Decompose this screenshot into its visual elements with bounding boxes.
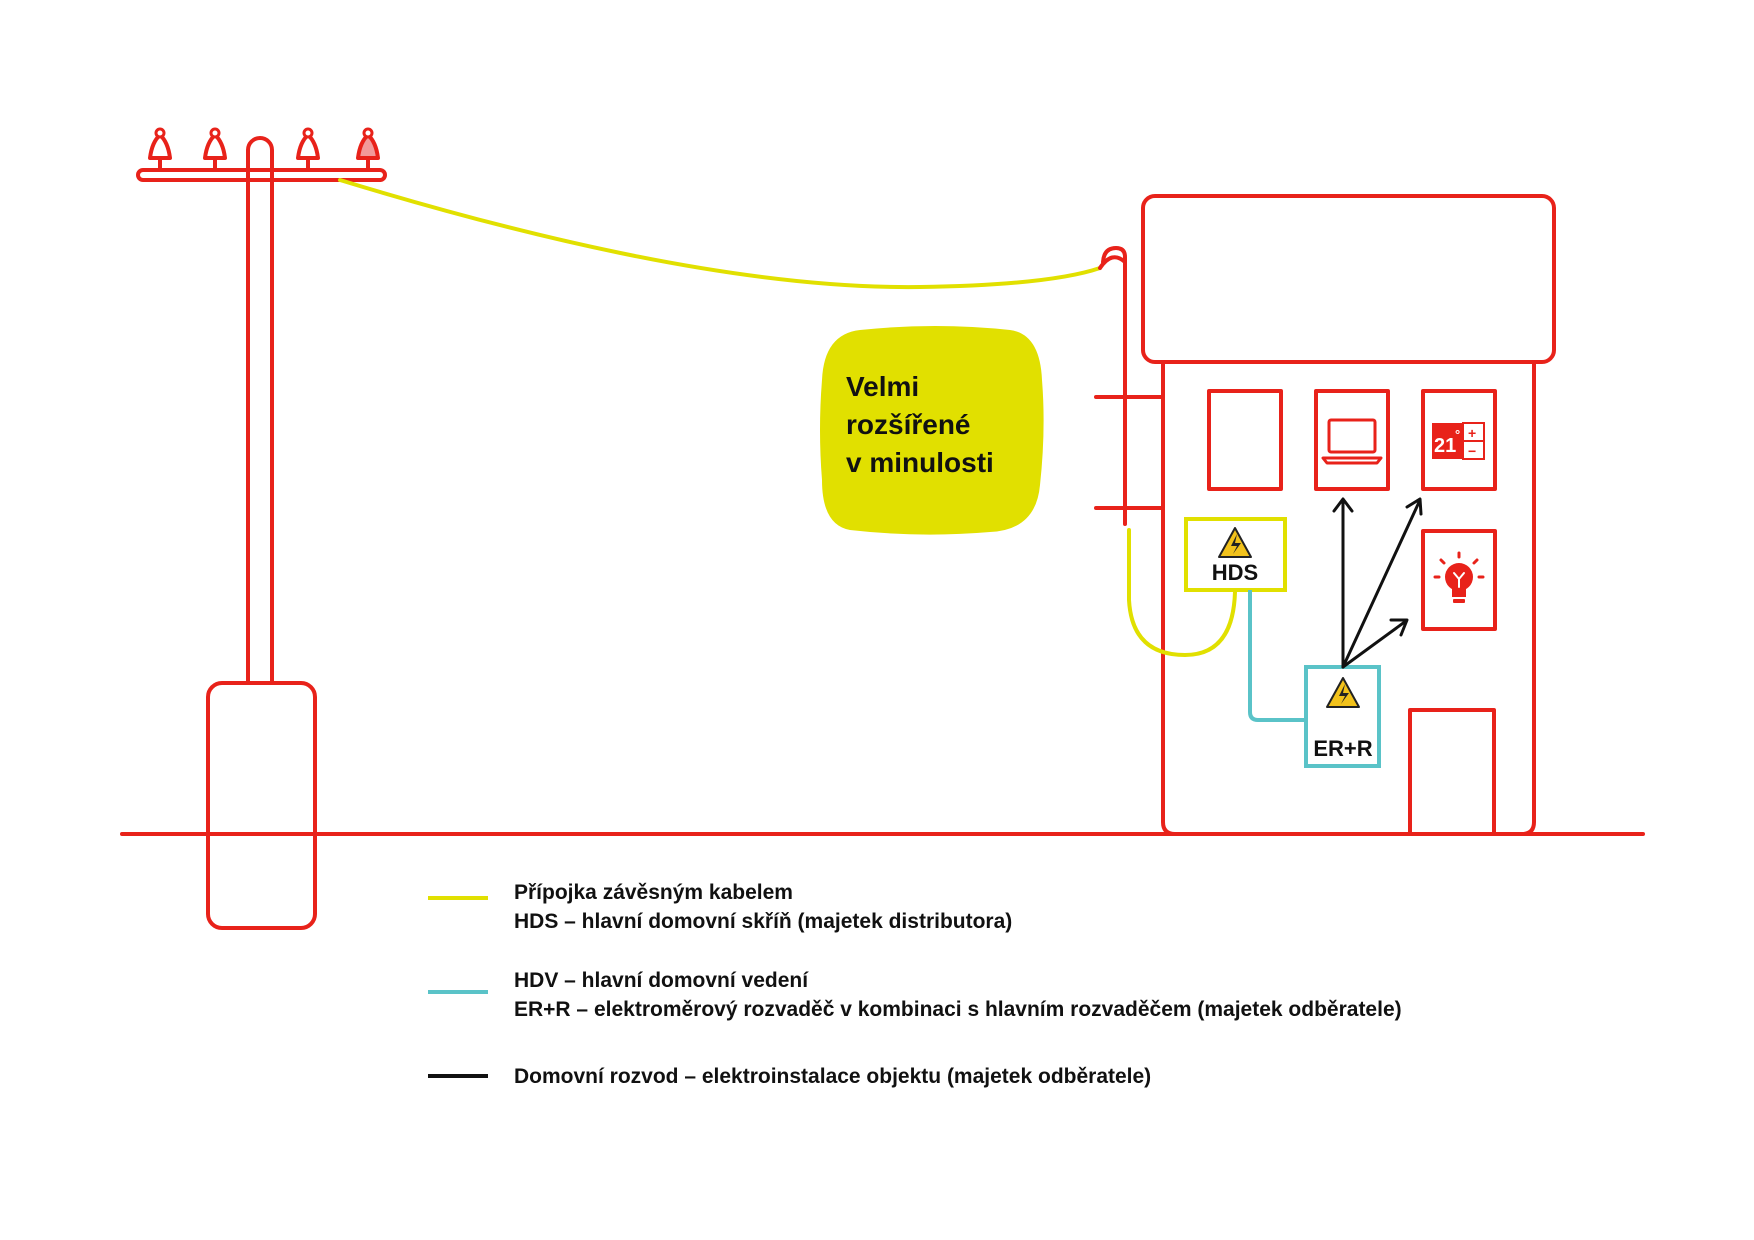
bubble-shape [820,326,1044,535]
legend-text: Domovní rozvod – elektroinstalace objekt… [514,1062,1151,1091]
overhead-cable [338,178,1102,290]
bubble-line: Velmi [846,371,920,402]
legend-swatch-yellow [428,896,488,900]
thermostat-degree: ° [1455,427,1460,442]
err-label: ER+R [1313,736,1372,761]
light-bulb-icon [1433,551,1485,603]
bubble-line: v minulosti [846,447,994,478]
legend-swatch-teal [428,990,488,994]
hdv-line [1248,590,1306,722]
thermostat-temperature: 21 [1434,435,1456,457]
insulator-icon [148,127,172,172]
arrow-head-icon [1405,497,1423,516]
house-roof [1141,194,1556,364]
bubble-text: Velmi rozšířené v minulosti [846,368,1036,482]
arrow-head-icon [1389,618,1409,637]
hds-label: HDS [1212,560,1258,585]
hds-box: HDS [1184,517,1287,592]
warning-icon [1218,527,1252,558]
legend-line: Domovní rozvod – elektroinstalace objekt… [514,1065,1152,1088]
insulator-icon [296,127,320,172]
laptop-icon [1321,418,1383,465]
window-thermostat [1421,389,1497,491]
legend-swatch-black [428,1074,488,1078]
legend-line: HDV – hlavní domovní vedení [514,969,809,992]
wall-cable-hook [1098,246,1127,270]
window-laptop [1314,389,1390,491]
pole-shaft [246,136,274,685]
warning-icon [1326,677,1360,708]
house: 21 ° + − [1094,194,1556,836]
pole-foundation [206,681,317,930]
thermostat-plus: + [1468,425,1476,441]
cable-to-hds [1127,528,1237,658]
pole-crossarm [136,168,387,182]
house-body [1161,360,1536,836]
house-door [1408,708,1496,836]
legend-text: HDV – hlavní domovní vedení ER+R – elekt… [514,966,1402,1024]
utility-pole [136,127,387,930]
thermostat-minus: − [1468,443,1476,459]
arrow-head-icon [1332,497,1354,513]
legend-line: HDS – hlavní domovní skříň (majetek dist… [514,910,1013,933]
thermostat-icon: 21 ° + − [1432,422,1485,460]
legend-line: Přípojka závěsným kabelem [514,881,793,904]
err-box: ER+R [1304,665,1381,768]
house-wiring [1332,497,1423,669]
window-plain [1207,389,1283,491]
legend-text: Přípojka závěsným kabelem HDS – hlavní d… [514,878,1012,936]
bubble-line: rozšířené [846,409,971,440]
insulator-icon [203,127,227,172]
window-light [1421,529,1497,631]
insulator-icon [356,127,380,172]
legend-line: ER+R – elektroměrový rozvaděč v kombinac… [514,998,1402,1021]
